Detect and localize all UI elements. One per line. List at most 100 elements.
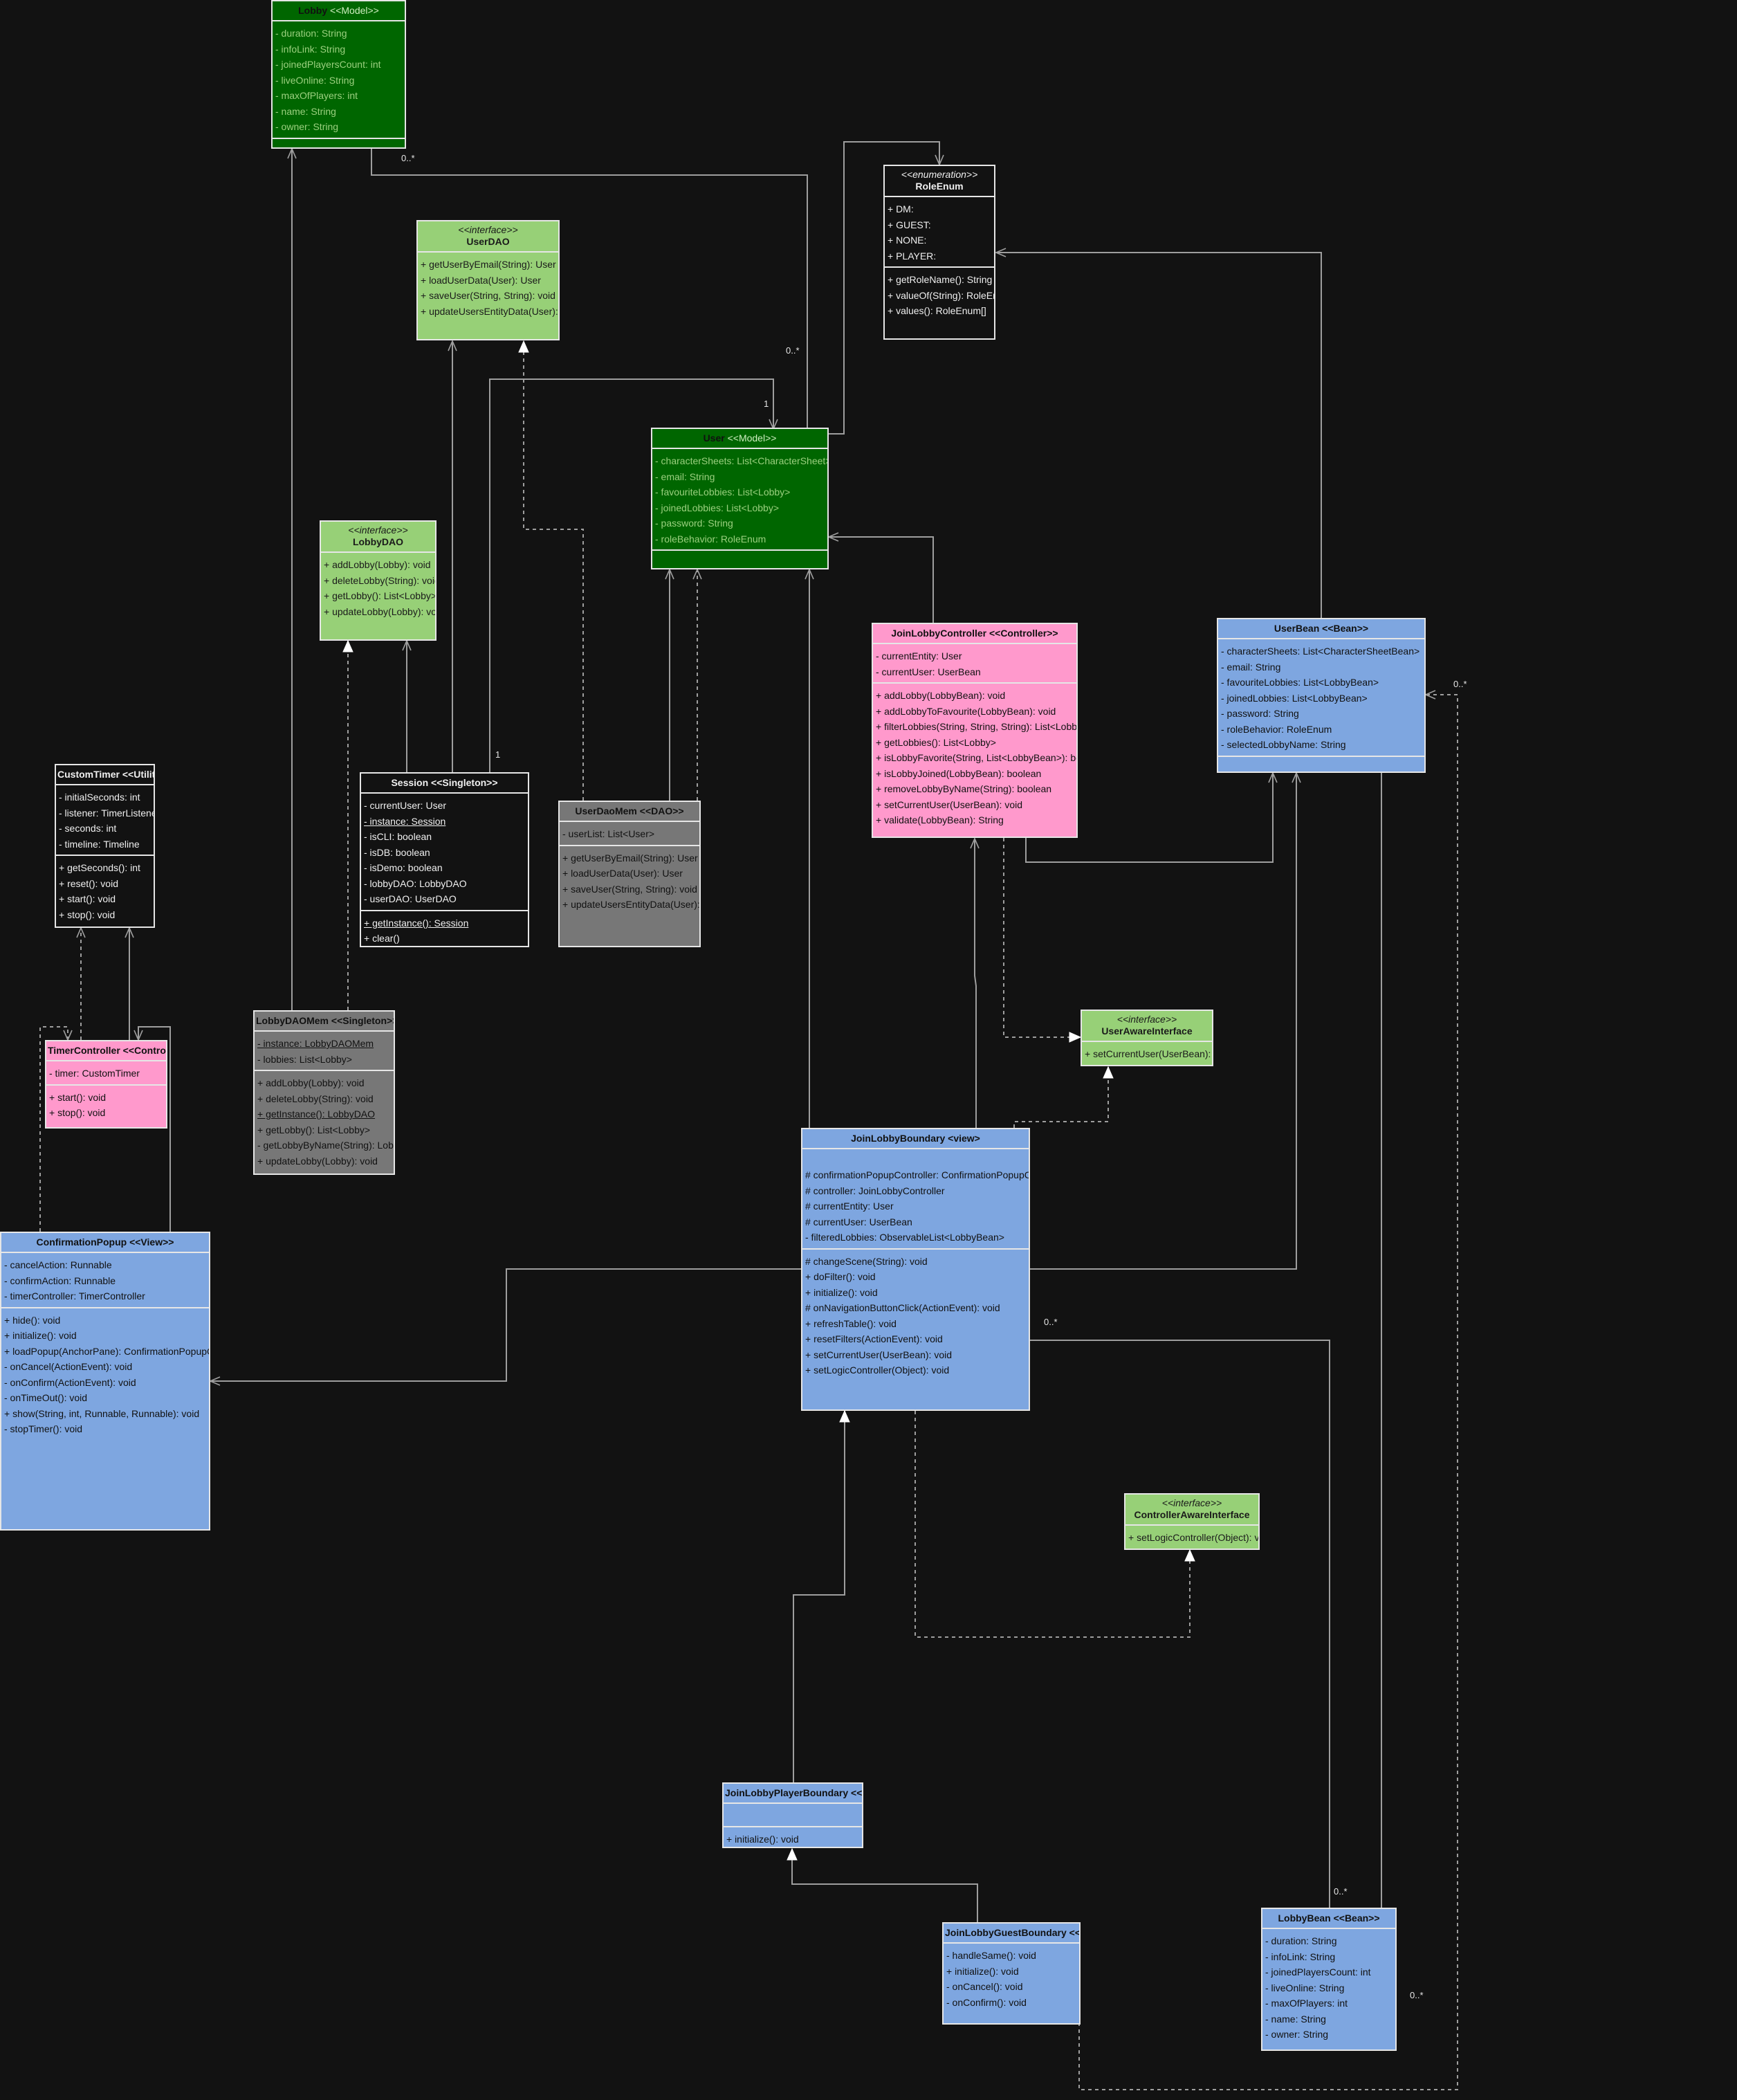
attributes: - currentUser: User - instance: Session … xyxy=(361,792,528,910)
class-joinlobbyboundary[interactable]: JoinLobbyBoundary <view> # confirmationP… xyxy=(801,1128,1030,1411)
class-title: Lobby <<Model>> xyxy=(298,5,379,16)
edge-guest-userbean xyxy=(1078,695,1458,2090)
operation: + setCurrentUser(UserBean): void xyxy=(805,1349,953,1360)
attribute: - name: String xyxy=(275,105,336,117)
operation: + isLobbyJoined(LobbyBean): boolean xyxy=(876,767,1042,779)
class-joinlobbycontroller[interactable]: JoinLobbyController <<Controller>> - cur… xyxy=(872,623,1078,838)
edge-controller-useraware xyxy=(1003,838,1081,1037)
edge-user-lobby xyxy=(371,149,807,428)
attribute: # currentUser: UserBean xyxy=(805,1216,912,1227)
operation: + getUserByEmail(String): User xyxy=(562,852,698,864)
class-title: JoinLobbyPlayerBoundary <<View>> xyxy=(725,1787,863,1798)
operations xyxy=(652,549,827,565)
attribute: # currentEntity: User xyxy=(805,1200,894,1212)
attribute: - liveOnline: String xyxy=(275,74,355,86)
attribute: + PLAYER: xyxy=(888,250,937,262)
edge-controller-userbean xyxy=(1025,773,1273,863)
attribute: - favouriteLobbies: List<LobbyBean> xyxy=(1221,677,1379,688)
class-timercontroller[interactable]: TimerController <<Controller>> - timer: … xyxy=(45,1040,167,1129)
class-joinlobbyplayerboundary[interactable]: JoinLobbyPlayerBoundary <<View>> + initi… xyxy=(722,1782,863,1848)
attribute: - maxOfPlayers: int xyxy=(1265,1998,1348,2009)
class-userbean[interactable]: UserBean <<Bean>> - characterSheets: Lis… xyxy=(1217,618,1426,773)
operation: + reset(): void xyxy=(59,877,118,889)
operation: + validate(LobbyBean): String xyxy=(876,814,1004,825)
attributes: - initialSeconds: int - listener: TimerL… xyxy=(56,784,154,855)
attribute: # controller: JoinLobbyController xyxy=(805,1185,945,1196)
attribute: - joinedLobbies: List<LobbyBean> xyxy=(1221,692,1368,704)
attribute: - timer: CustomTimer xyxy=(49,1068,140,1079)
class-title: UserDaoMem <<DAO>> xyxy=(575,805,684,816)
attribute: - liveOnline: String xyxy=(1265,1982,1345,1993)
attribute: - currentUser: UserBean xyxy=(876,666,981,677)
class-controllerawareinterface[interactable]: <<interface>>ControllerAwareInterface + … xyxy=(1124,1493,1260,1550)
operation: + getLobby(): List<Lobby> xyxy=(324,590,436,601)
operation: + deleteLobby(String): void xyxy=(257,1093,374,1104)
attribute: - instance: Session xyxy=(364,815,446,827)
class-lobby[interactable]: Lobby <<Model>> - duration: String - inf… xyxy=(271,0,406,149)
class-title: <<interface>>LobbyDAO xyxy=(348,524,408,547)
multiplicity-label: 0..* xyxy=(1410,1990,1424,2000)
operation: + getRoleName(): String xyxy=(888,274,993,285)
class-joinlobbyguestboundary[interactable]: JoinLobbyGuestBoundary <<View>> - handle… xyxy=(942,1922,1081,2025)
class-title: Session <<Singleton>> xyxy=(391,777,498,788)
operation: + getInstance(): LobbyDAO xyxy=(257,1108,376,1120)
operation: + stop(): void xyxy=(59,909,116,920)
operation: + hide(): void xyxy=(4,1314,61,1326)
class-confirmationpopup[interactable]: ConfirmationPopup <<View>> - cancelActio… xyxy=(0,1232,210,1531)
attribute: - roleBehavior: RoleEnum xyxy=(655,533,766,545)
attribute: - isDemo: boolean xyxy=(364,862,443,873)
attributes: - currentEntity: User - currentUser: Use… xyxy=(873,643,1076,682)
multiplicity-label: 0..* xyxy=(401,153,415,163)
class-userawareinterface[interactable]: <<interface>>UserAwareInterface + setCur… xyxy=(1081,1010,1213,1066)
attribute: - instance: LobbyDAOMem xyxy=(257,1038,374,1049)
class-userdaomem[interactable]: UserDaoMem <<DAO>> - userList: List<User… xyxy=(558,801,701,947)
operation: + doFilter(): void xyxy=(805,1271,876,1282)
edge-userbean-roleenum xyxy=(996,253,1322,618)
attributes: - characterSheets: List<CharacterSheet> … xyxy=(652,448,827,549)
class-session[interactable]: Session <<Singleton>> - currentUser: Use… xyxy=(360,772,529,947)
attribute: - characterSheets: List<CharacterSheetBe… xyxy=(1221,646,1420,657)
operations: + initialize(): void xyxy=(724,1826,862,1847)
operation: + removeLobbyByName(String): boolean xyxy=(876,783,1052,794)
operation: - onConfirm(ActionEvent): void xyxy=(4,1376,136,1388)
attribute: - currentUser: User xyxy=(364,800,447,811)
operations: + setLogicController(Object): void xyxy=(1125,1524,1258,1549)
operation: + valueOf(String): RoleEnum xyxy=(888,289,994,301)
edge-guest-player xyxy=(792,1849,978,1922)
attributes: - instance: LobbyDAOMem - lobbies: List<… xyxy=(255,1030,394,1070)
class-title: CustomTimer <<Utility>> xyxy=(57,769,155,780)
attribute: - initialSeconds: int xyxy=(59,792,140,803)
operation: + resetFilters(ActionEvent): void xyxy=(805,1333,943,1344)
class-roleenum[interactable]: <<enumeration>>RoleEnum + DM: + GUEST: +… xyxy=(883,165,995,340)
class-lobbybean[interactable]: LobbyBean <<Bean>> - duration: String - … xyxy=(1261,1908,1397,2051)
class-userdao[interactable]: <<interface>>UserDAO + getUserByEmail(St… xyxy=(416,220,560,340)
class-title: <<interface>>ControllerAwareInterface xyxy=(1134,1497,1250,1520)
attribute: - joinedLobbies: List<Lobby> xyxy=(655,502,780,513)
class-customtimer[interactable]: CustomTimer <<Utility>> - initialSeconds… xyxy=(55,764,155,928)
attribute: - isDB: boolean xyxy=(364,846,430,858)
operation: + refreshTable(): void xyxy=(805,1317,897,1329)
multiplicity-label: 0..* xyxy=(1453,679,1467,689)
attributes: - userList: List<User> xyxy=(560,821,699,845)
class-lobbydao[interactable]: <<interface>>LobbyDAO + addLobby(Lobby):… xyxy=(320,520,436,641)
operation: - handleSame(): void xyxy=(946,1950,1036,1961)
attribute: - isCLI: boolean xyxy=(364,831,432,842)
attribute: - selectedLobbyName: String xyxy=(1221,739,1346,750)
class-lobbydaomem[interactable]: LobbyDAOMem <<Singleton>> - instance: Lo… xyxy=(253,1010,395,1175)
edge-boundary-controlleraware xyxy=(915,1411,1190,1638)
attribute: + NONE: xyxy=(888,235,927,246)
class-title: <<interface>>UserAwareInterface xyxy=(1101,1014,1193,1037)
operation: + isLobbyFavorite(String, List<LobbyBean… xyxy=(876,752,1076,763)
class-title: LobbyBean <<Bean>> xyxy=(1278,1912,1380,1924)
operation: + initialize(): void xyxy=(805,1286,878,1298)
attribute: - duration: String xyxy=(1265,1935,1337,1946)
operation: + start(): void xyxy=(59,893,116,904)
attribute: - owner: String xyxy=(1265,2029,1329,2040)
operation: + getSeconds(): int xyxy=(59,862,140,873)
class-user[interactable]: User <<Model>> - characterSheets: List<C… xyxy=(651,428,829,569)
operation: + addLobby(Lobby): void xyxy=(257,1077,365,1088)
operation: + stop(): void xyxy=(49,1107,106,1118)
class-title: TimerController <<Controller>> xyxy=(48,1045,166,1056)
attribute: - infoLink: String xyxy=(1265,1951,1336,1962)
